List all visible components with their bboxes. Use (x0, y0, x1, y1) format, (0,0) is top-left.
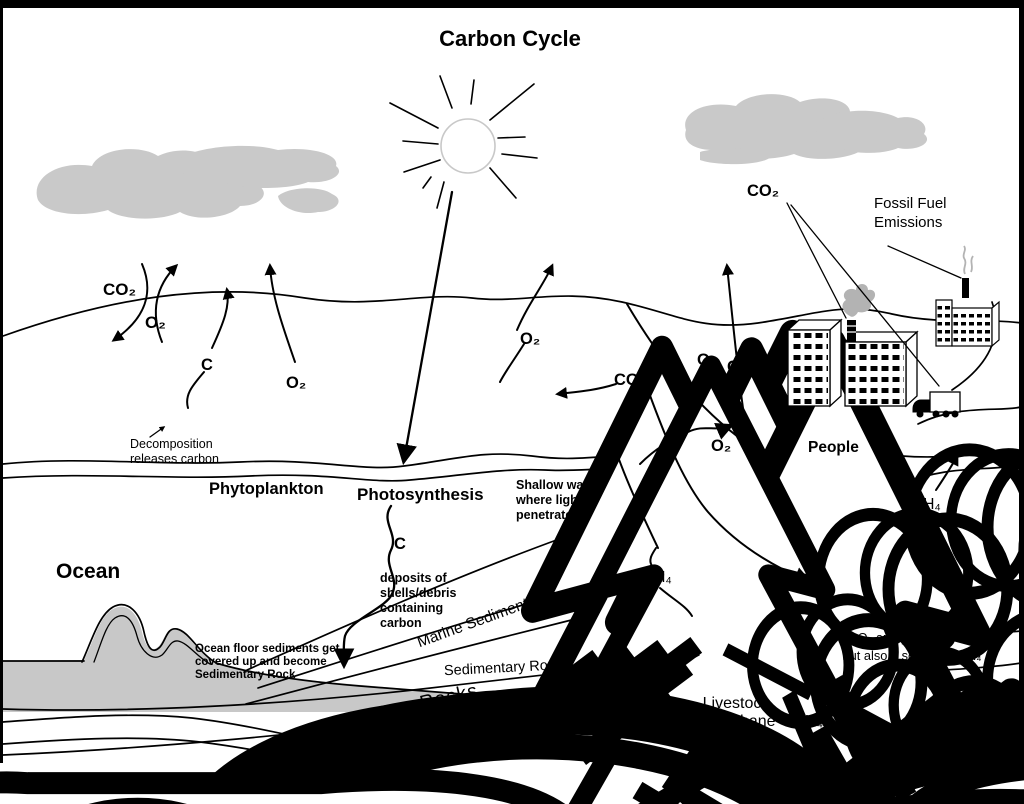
building-icon (786, 318, 843, 408)
o2-midland-label: O₂ (520, 330, 540, 348)
truck-icon (912, 391, 961, 418)
o2-leftmid-label: O₂ (286, 374, 306, 392)
sun-icon (389, 75, 538, 209)
decomposition-caption-1: Decomposition (130, 437, 213, 451)
c-deposit-label: C (394, 535, 406, 553)
ocean-floor-caption-3: Sedimentary Rock (195, 669, 296, 681)
o2-city-lower-label: O₂ (711, 437, 731, 455)
o2-forest-label: O₂ (145, 313, 166, 332)
flow-arrows (111, 190, 962, 670)
ch4-crops-label: CH₄ (912, 496, 941, 513)
deposits-caption-1: deposits of (380, 571, 448, 585)
livestock-caption-2: (produce methane – CH₄) (646, 713, 829, 730)
co2-trees-label: CO₂ (614, 371, 646, 389)
shallow-water-caption-1: Shallow water (516, 478, 599, 492)
magma-label: Magma (458, 744, 516, 762)
city-buildings (786, 245, 1000, 418)
diagram-title: Carbon Cycle (439, 26, 581, 51)
shallow-water-caption-2: where light (515, 493, 583, 507)
page-border (0, 0, 1024, 763)
shallow-water-caption-3: penetrates (516, 508, 579, 522)
ocean-label: Ocean (56, 560, 120, 583)
building-icon (843, 330, 919, 408)
o2-city-upper-label: O₂ (697, 351, 717, 369)
ch4-livestock-label: CH₄ (643, 569, 672, 586)
ocean-floor-caption-2: covered up and become (195, 656, 327, 668)
fossil-fuel-label-2: Emissions (874, 214, 942, 231)
agriculture-caption-2: CO₂ and produces O₂, (848, 630, 975, 645)
photosynthesis-label: Photosynthesis (357, 485, 484, 504)
fossil-fuel-label-1: Fossil Fuel (874, 195, 947, 212)
ocean-floor-caption-1: Ocean floor sediments get (195, 643, 340, 655)
deposits-caption-3: containing (380, 601, 443, 615)
livestock-caption-1: Livestock (703, 695, 771, 712)
co2-fossil-label: CO₂ (747, 182, 779, 200)
c-decomposition-label: C (201, 356, 213, 374)
factory-icon (935, 245, 1000, 348)
agriculture-caption-3: but also a source of CH₄ (843, 648, 982, 663)
decomposition-caption-2: releases carbon (130, 452, 219, 466)
co2-forest-label: CO₂ (103, 280, 136, 299)
people-label: People (808, 439, 859, 456)
cloud-left (36, 145, 340, 219)
agriculture-caption-1: Agriculture – uses (861, 612, 963, 627)
sedimentary-rocks-label: Sedimentary Rocks (444, 657, 570, 680)
deposits-caption-4: carbon (380, 616, 422, 630)
phytoplankton-label: Phytoplankton (209, 480, 324, 498)
smoke-icon (842, 284, 876, 317)
deposits-caption-2: shells/debris (380, 586, 456, 600)
co2-city-label: CO₂ (727, 358, 759, 376)
land-label: Land (908, 727, 958, 750)
chimney-icon (847, 320, 856, 342)
cloud-right (685, 94, 928, 165)
